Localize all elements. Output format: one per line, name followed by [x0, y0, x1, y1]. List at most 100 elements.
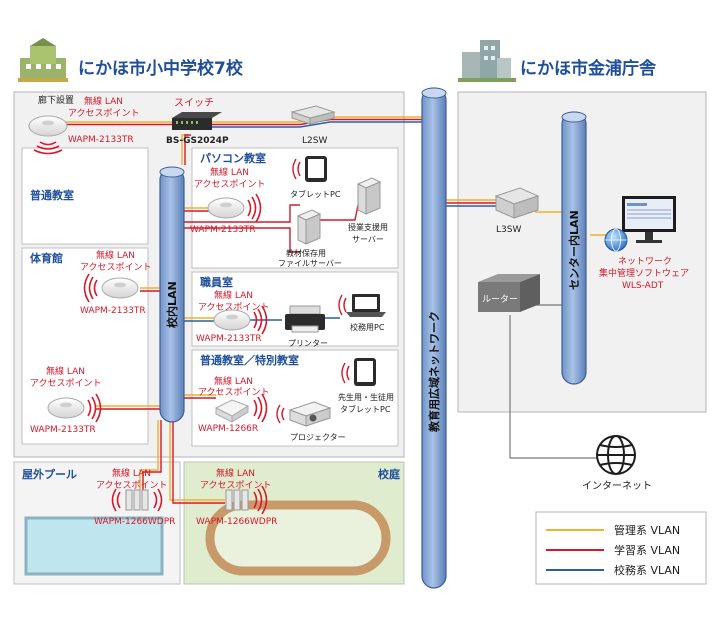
ap-label-2: アクセスポイント — [96, 480, 168, 491]
wireless-ap-icon — [28, 115, 68, 137]
printer-icon — [285, 305, 325, 333]
center-lan-label: センター内LAN — [567, 210, 581, 290]
wireless-ap-icon — [207, 197, 245, 219]
office-pc-label: 校務用PC — [350, 322, 385, 332]
switch-icon — [172, 112, 222, 130]
ap-label-2: アクセスポイント — [80, 262, 152, 273]
signal-waves-icon — [33, 141, 63, 155]
pool-shape — [24, 516, 164, 576]
corridor-label: 廊下設置 — [38, 94, 74, 106]
signal-waves-icon — [111, 488, 163, 512]
ap-label-1: 無線 LAN — [46, 365, 85, 377]
lesson-server-label-2: サーバー — [352, 235, 384, 244]
tablet-icon — [354, 358, 376, 386]
ap-model: WAPM-1266WDPR — [94, 517, 175, 527]
ap-label-2: アクセスポイント — [30, 378, 102, 389]
signal-waves-icon — [338, 294, 347, 316]
switch-label: スイッチ — [174, 97, 214, 109]
ap-model: WAPM-2133TR — [196, 334, 262, 344]
signal-waves-icon — [83, 273, 98, 303]
ap-label-1: 無線 LAN — [210, 166, 249, 178]
ap-label-1: 無線 LAN — [96, 249, 135, 261]
general-room-box — [21, 147, 149, 245]
teacher-tablet-label-2: タブレットPC — [340, 404, 391, 414]
wireless-ap-icon — [101, 277, 139, 299]
file-server-label-1: 教材保存用 — [286, 248, 326, 258]
signal-waves-icon — [253, 305, 268, 335]
outdoor-ap-icon — [225, 489, 249, 511]
l2sw-label: L2SW — [302, 136, 327, 146]
laptop-icon — [346, 294, 386, 317]
signal-waves-icon — [292, 158, 301, 180]
special-room-label: 普通教室／特別教室 — [200, 353, 299, 367]
general-room-label: 普通教室 — [30, 188, 74, 202]
signal-waves-icon — [253, 393, 268, 423]
ap-label-1: 無線 LAN — [214, 375, 253, 387]
software-globe-icon — [604, 228, 628, 252]
projector-icon — [288, 401, 332, 427]
wireless-ap-icon — [213, 309, 251, 331]
signal-waves-icon — [247, 193, 262, 223]
ap-model: WAPM-1266R — [198, 424, 258, 434]
desktop-monitor-icon — [622, 196, 676, 243]
ap-model: WAPM-2133TR — [80, 306, 146, 316]
l2sw-icon — [290, 105, 336, 125]
lesson-server-label-1: 授業支援用 — [348, 222, 388, 232]
ap-model: WAPM-2133TR — [30, 425, 96, 435]
ap-model: WAPM-2133TR — [68, 135, 134, 145]
software-label-2: 集中管理ソフトウェア — [599, 267, 689, 279]
ap-label-1: 無線 LAN — [214, 289, 253, 301]
legend-box — [535, 511, 707, 585]
school-title: にかほ市小中学校7校 — [78, 58, 244, 79]
internet-label: インターネット — [582, 480, 652, 492]
signal-waves-icon — [253, 485, 268, 515]
printer-label: プリンター — [288, 339, 328, 348]
ap-label-1: 無線 LAN — [216, 467, 255, 479]
ap-label-2: アクセスポイント — [68, 108, 140, 119]
wan-pipe — [421, 87, 447, 589]
l3sw-icon — [494, 187, 540, 219]
wireless-ap-icon — [47, 397, 85, 419]
signal-waves-icon — [341, 362, 350, 384]
signal-waves-icon — [276, 404, 285, 424]
center-lan-pipe — [561, 111, 587, 385]
teacher-tablet-label-1: 先生用・生徒用 — [338, 392, 394, 402]
ap-label-2: アクセスポイント — [198, 302, 270, 313]
ap-label-2: アクセスポイント — [198, 387, 270, 398]
outdoor-ap-icon — [125, 489, 149, 511]
gym-box — [21, 247, 149, 445]
ap-label-1: 無線 LAN — [112, 467, 151, 479]
running-track — [205, 500, 391, 576]
software-label-3: WLS-ADT — [622, 281, 664, 291]
wireless-ap-icon — [214, 399, 250, 423]
staff-room-label: 職員室 — [200, 275, 233, 289]
internet-globe-icon — [596, 435, 636, 475]
wan-label: 教育用広域ネットワーク — [427, 311, 441, 433]
router-label: ルーター — [482, 294, 518, 305]
gym-label: 体育館 — [30, 251, 63, 265]
legend-label: 校務系 VLAN — [614, 563, 680, 577]
pc-room-label: パソコン教室 — [200, 151, 266, 165]
ap-model: WAPM-2133TR — [190, 225, 256, 235]
ap-label-2: アクセスポイント — [200, 480, 272, 491]
router-icon — [478, 274, 540, 312]
legend-label: 管理系 VLAN — [614, 523, 680, 537]
router-links — [509, 304, 600, 459]
l3sw-label: L3SW — [496, 225, 521, 235]
server-icon — [356, 177, 382, 215]
file-server-label-2: ファイルサーバー — [278, 259, 342, 268]
office-building-icon — [458, 40, 516, 82]
school-lan-label: 校内LAN — [165, 281, 179, 328]
legend: 管理系 VLAN 学習系 VLAN 校務系 VLAN — [546, 523, 680, 577]
legend-label: 学習系 VLAN — [614, 543, 680, 557]
pool-label: 屋外プール — [22, 467, 77, 481]
school-building-icon — [18, 38, 68, 82]
ap-label-2: アクセスポイント — [194, 179, 266, 190]
school-lan-pipe — [159, 166, 185, 423]
center-title: にかほ市金浦庁舎 — [520, 58, 657, 79]
tablet-icon — [305, 156, 327, 182]
signal-waves-icon — [87, 393, 102, 423]
software-label-1: ネットワーク — [618, 256, 672, 267]
projector-label: プロジェクター — [290, 433, 346, 442]
